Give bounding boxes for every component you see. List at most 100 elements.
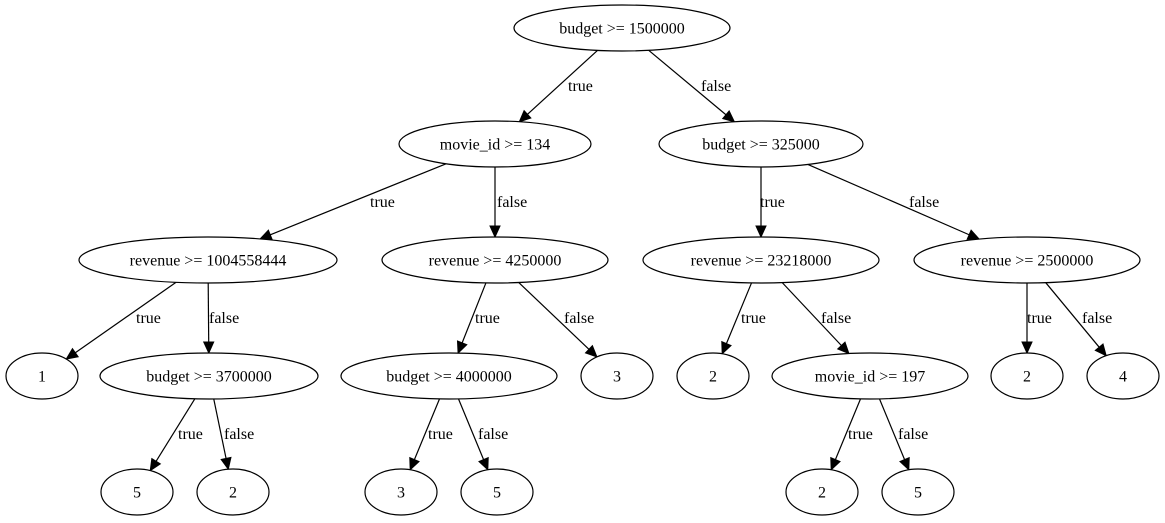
- edge-line: [518, 282, 590, 350]
- edge-label: true: [568, 78, 593, 95]
- edge-n9-n18: false: [457, 398, 508, 471]
- edge-n0-n1: true: [518, 49, 598, 123]
- edge-label: true: [848, 426, 873, 443]
- tree-node-n20: 5: [881, 468, 955, 516]
- node-ellipse: [658, 120, 864, 168]
- node-ellipse: [364, 468, 438, 516]
- node-label: 2: [818, 485, 826, 502]
- edge-arrowhead: [755, 225, 767, 239]
- edge-arrowhead: [1094, 343, 1107, 357]
- edge-label: false: [898, 426, 928, 443]
- edge-n1-n4: false: [489, 167, 527, 239]
- tree-node-n3: revenue >= 1004558444: [78, 236, 338, 284]
- edge-line: [270, 163, 447, 236]
- edge-n2-n6: false: [807, 163, 981, 240]
- edge-label: true: [136, 310, 161, 327]
- node-label: 2: [709, 369, 717, 386]
- node-ellipse: [642, 236, 880, 284]
- edge-n4-n10: false: [518, 282, 598, 358]
- edge-label: true: [741, 310, 766, 327]
- edge-line: [725, 282, 753, 344]
- edge-n6-n14: false: [1045, 282, 1112, 357]
- edge-arrowhead: [836, 341, 850, 355]
- edge-n0-n2: false: [648, 49, 736, 123]
- node-ellipse: [78, 236, 338, 284]
- tree-node-n13: 2: [990, 352, 1064, 400]
- edge-line: [155, 398, 196, 462]
- edge-arrowhead: [149, 457, 162, 472]
- node-label: 2: [229, 485, 237, 502]
- edge-n6-n13: true: [1021, 283, 1052, 355]
- edge-line: [527, 49, 598, 115]
- edge-line: [1045, 282, 1100, 348]
- node-ellipse: [381, 236, 609, 284]
- node-ellipse: [5, 352, 79, 400]
- edge-n1-n3: true: [258, 163, 447, 241]
- node-ellipse: [676, 352, 750, 400]
- edge-n5-n11: true: [721, 282, 766, 355]
- node-label: 3: [613, 369, 621, 386]
- node-ellipse: [881, 468, 955, 516]
- edge-arrowhead: [584, 344, 598, 358]
- node-ellipse: [398, 120, 592, 168]
- tree-node-n17: 3: [364, 468, 438, 516]
- edge-line: [807, 163, 970, 236]
- edge-n12-n19: true: [830, 398, 873, 471]
- edge-arrowhead: [830, 456, 841, 471]
- edge-arrowhead: [489, 225, 501, 239]
- edge-label: true: [428, 426, 453, 443]
- edge-arrowhead: [966, 229, 981, 240]
- tree-node-n10: 3: [580, 352, 654, 400]
- tree-node-n11: 2: [676, 352, 750, 400]
- edge-label: true: [370, 194, 395, 211]
- tree-node-n18: 5: [460, 468, 534, 516]
- node-ellipse: [580, 352, 654, 400]
- node-label: budget >= 3700000: [146, 369, 272, 386]
- node-label: movie_id >= 134: [440, 137, 550, 154]
- edge-n3-n7: true: [65, 281, 177, 360]
- edge-arrowhead: [65, 347, 80, 360]
- edge-arrowhead: [518, 109, 532, 123]
- tree-node-n15: 5: [100, 468, 174, 516]
- node-ellipse: [990, 352, 1064, 400]
- tree-node-n6: revenue >= 2500000: [913, 236, 1141, 284]
- node-label: 5: [493, 485, 501, 502]
- edge-line: [457, 398, 485, 460]
- edge-arrowhead: [1021, 341, 1033, 355]
- node-ellipse: [99, 352, 319, 400]
- edge-arrowhead: [220, 456, 232, 471]
- edge-n5-n12: false: [781, 282, 851, 355]
- node-label: revenue >= 4250000: [429, 253, 562, 270]
- node-ellipse: [100, 468, 174, 516]
- edge-arrowhead: [258, 229, 273, 241]
- tree-node-n2: budget >= 325000: [658, 120, 864, 168]
- tree-node-n9: budget >= 4000000: [340, 352, 558, 400]
- node-ellipse: [785, 468, 859, 516]
- node-label: 2: [1023, 369, 1031, 386]
- edge-n12-n20: false: [878, 398, 928, 471]
- node-ellipse: [196, 468, 270, 516]
- edge-label: false: [821, 310, 851, 327]
- edge-arrowhead: [202, 341, 215, 355]
- edge-n2-n5: true: [755, 167, 785, 239]
- tree-node-n4: revenue >= 4250000: [381, 236, 609, 284]
- node-label: 3: [397, 485, 405, 502]
- node-label: budget >= 1500000: [559, 21, 685, 38]
- edge-arrowhead: [899, 456, 910, 471]
- edge-label: false: [497, 194, 527, 211]
- node-ellipse: [513, 4, 731, 52]
- node-ellipse: [913, 236, 1141, 284]
- edge-arrowhead: [478, 456, 489, 471]
- node-label: budget >= 325000: [702, 137, 820, 154]
- tree-node-n19: 2: [785, 468, 859, 516]
- tree-node-n12: movie_id >= 197: [771, 352, 969, 400]
- edge-line: [413, 398, 441, 460]
- node-label: 4: [1119, 369, 1127, 386]
- nodes-layer: budget >= 1500000 movie_id >= 134 budget >…: [5, 4, 1160, 516]
- node-label: movie_id >= 197: [815, 369, 925, 386]
- edge-n9-n17: true: [409, 398, 453, 471]
- edge-arrowhead: [409, 456, 420, 471]
- edge-arrowhead: [721, 340, 732, 355]
- edge-label: false: [564, 310, 594, 327]
